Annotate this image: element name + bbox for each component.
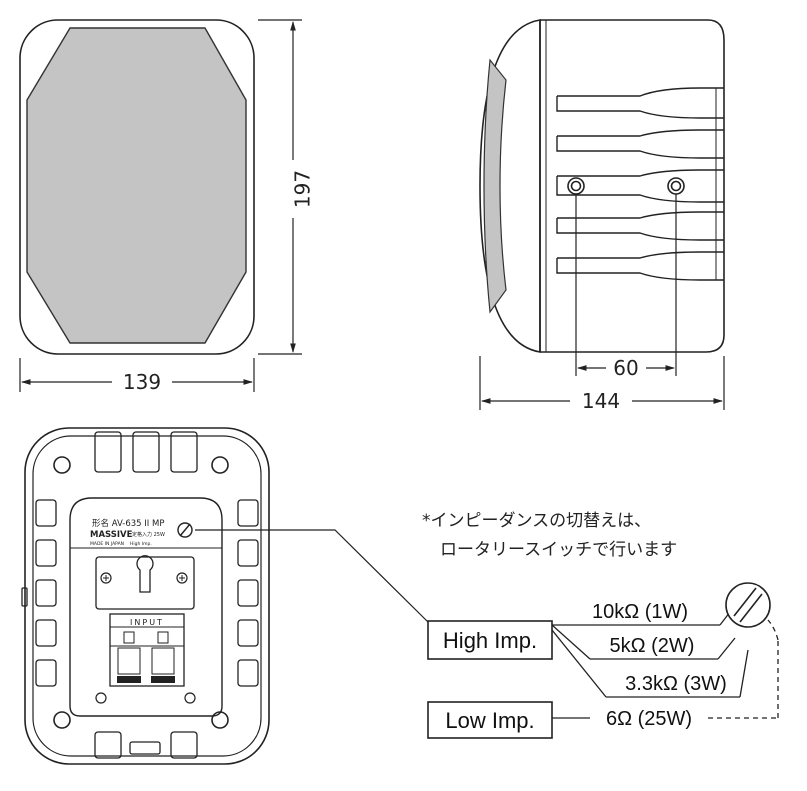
rear-bottom-tabs [94,731,198,759]
input-label: INPUT [130,618,164,627]
switch-detail [427,582,779,739]
depth-dimension [479,356,725,410]
rear-rotary-switch [177,522,193,538]
mount-spacing-dimension [575,194,677,376]
note-line1: *インピーダンスの切替えは、 [422,511,651,531]
rotary-switch-icon [725,582,771,628]
front-grille [26,27,247,344]
width-dim-label: 139 [123,370,161,394]
plate-model: 形名 AV-635 II MP [92,518,164,529]
rear-panel [69,497,223,717]
tap-10k-label: 10kΩ (1W) [592,601,688,623]
note-line2: ロータリースイッチで行います [440,540,677,560]
plate-brand: MASSIVE [90,530,133,540]
low-imp-box [427,701,553,739]
side-grille-edge [483,58,507,314]
rear-top-tabs [94,431,198,473]
side-fins [556,87,724,281]
plate-high-imp: High Imp. [130,541,152,547]
plate-origin: MADE IN JAPAN [90,541,124,547]
width-dimension [19,358,255,392]
front-view [19,19,255,355]
keyhole-slot [136,555,154,593]
tap-6ohm-label: 6Ω (25W) [606,708,692,730]
high-imp-box [427,620,553,660]
rear-hole-tr [211,456,229,474]
rear-right-tabs [237,499,259,687]
input-terminal-block [109,613,185,687]
tap-3k3-label: 3.3kΩ (3W) [625,673,727,695]
tap-5k-label: 5kΩ (2W) [610,635,695,657]
leader-line [195,529,429,623]
low-imp-label: Low Imp. [445,708,534,733]
rear-hole-tl [53,456,71,474]
rear-hole-bl [53,711,71,729]
height-dimension [258,19,302,355]
depth-dim-label: 144 [582,389,620,413]
height-dim-label: 197 [291,170,315,208]
mount-spacing-label: 60 [613,356,638,380]
rear-view [21,427,270,765]
rear-left-tabs [21,499,57,687]
side-view [479,19,725,353]
plate-rating: 定格入力 25W [132,531,165,538]
high-imp-label: High Imp. [443,628,537,653]
